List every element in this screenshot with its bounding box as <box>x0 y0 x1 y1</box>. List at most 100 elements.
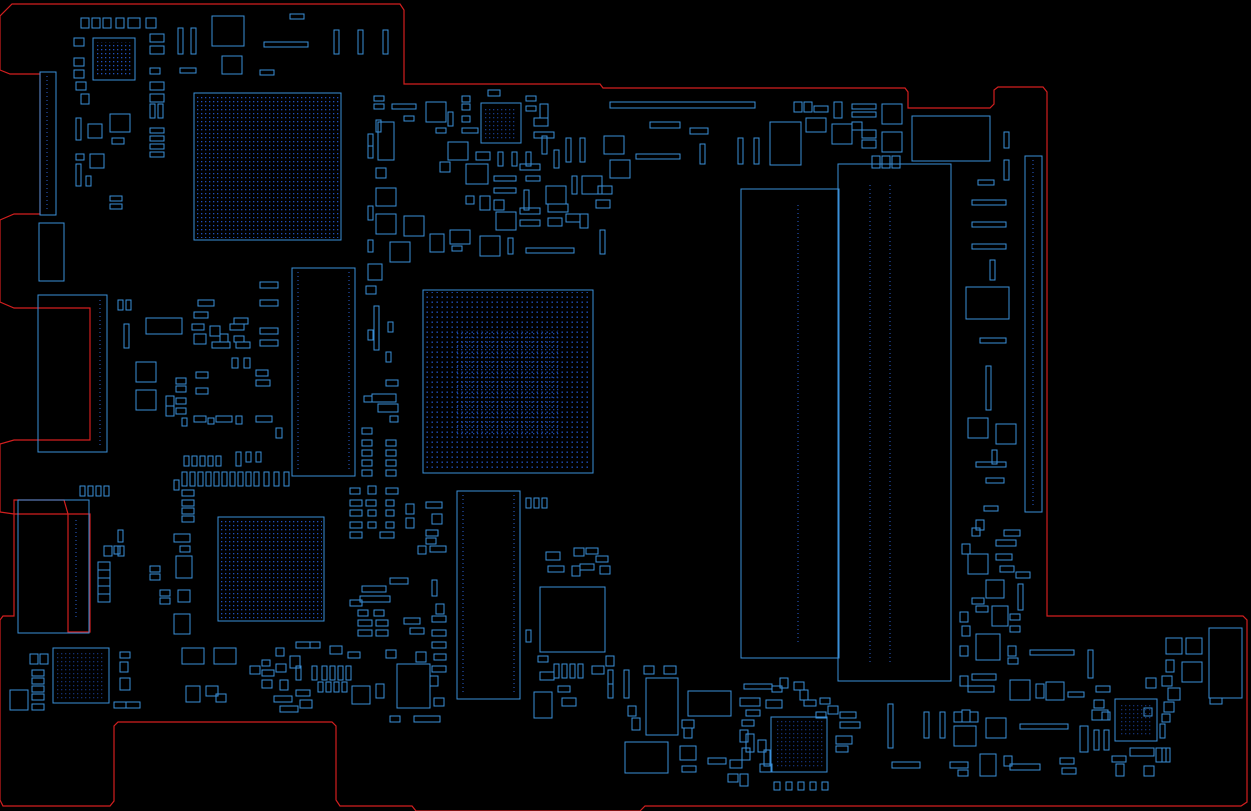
passive-component <box>585 547 599 555</box>
passive-component <box>321 665 328 681</box>
passive-component <box>739 729 749 743</box>
passive-component <box>199 455 206 467</box>
passive-component <box>89 153 105 169</box>
passive-component <box>361 469 373 477</box>
passive-component <box>819 697 831 705</box>
passive-component <box>371 393 397 403</box>
passive-component <box>451 245 463 252</box>
passive-component <box>181 417 188 427</box>
qfn-chip-bottom-right <box>1114 698 1158 742</box>
passive-component <box>275 663 287 673</box>
passive-component <box>1019 723 1069 730</box>
passive-component <box>603 135 625 155</box>
passive-component <box>389 577 409 585</box>
passive-component <box>995 539 1017 547</box>
passive-component <box>815 711 827 719</box>
passive-component <box>785 781 793 791</box>
passive-component <box>891 761 921 769</box>
passive-component <box>31 677 45 685</box>
passive-component <box>1143 707 1153 717</box>
passive-component <box>679 745 697 761</box>
passive-component <box>495 211 517 231</box>
passive-component <box>533 497 540 509</box>
passive-component <box>349 499 363 507</box>
passive-component <box>237 471 244 487</box>
passive-component <box>447 111 454 127</box>
passive-component <box>413 715 441 723</box>
passive-component <box>295 665 302 681</box>
qfn-chip-bottom-left <box>52 647 110 704</box>
passive-component <box>959 611 969 623</box>
passive-component <box>263 471 270 487</box>
passive-component <box>175 555 193 579</box>
passive-component <box>609 159 631 179</box>
passive-component <box>119 651 131 659</box>
passive-component <box>289 13 305 20</box>
passive-component <box>289 655 301 669</box>
passive-component <box>741 719 755 727</box>
passive-component <box>347 651 361 659</box>
passive-component <box>431 665 447 673</box>
passive-component <box>881 131 903 153</box>
passive-component <box>757 739 767 753</box>
passive-component <box>579 213 589 229</box>
passive-component <box>85 175 92 187</box>
passive-component <box>487 89 501 97</box>
passive-component <box>561 697 577 707</box>
passive-component <box>357 629 373 637</box>
passive-component <box>1145 677 1157 689</box>
passive-component <box>181 471 188 487</box>
passive-component <box>1209 697 1223 705</box>
passive-component <box>805 117 827 133</box>
passive-component <box>349 599 363 607</box>
passive-component <box>591 665 605 675</box>
passive-component <box>363 395 373 403</box>
passive-component <box>149 135 165 142</box>
passive-component <box>165 405 175 417</box>
passive-component <box>557 685 571 693</box>
passive-component <box>103 485 110 497</box>
passive-component <box>609 101 756 109</box>
passive-component <box>373 609 385 617</box>
passive-component <box>173 533 191 543</box>
passive-component <box>123 323 130 349</box>
passive-component <box>295 641 311 649</box>
passive-component <box>341 681 348 693</box>
passive-component <box>135 389 157 411</box>
passive-component <box>1003 755 1013 767</box>
passive-component <box>1095 685 1111 693</box>
passive-component <box>1115 763 1125 777</box>
passive-component <box>179 67 197 74</box>
passive-component <box>519 207 541 215</box>
passive-component <box>429 545 447 553</box>
passive-component <box>385 439 397 447</box>
passive-component <box>851 121 863 131</box>
passive-component <box>971 673 997 681</box>
passive-component <box>361 439 373 447</box>
passive-component <box>541 135 548 155</box>
passive-component <box>177 27 184 55</box>
passive-component <box>377 403 399 413</box>
passive-component <box>235 415 243 425</box>
passive-component <box>80 93 90 105</box>
passive-component <box>523 189 530 211</box>
passive-component <box>813 105 829 113</box>
passive-component <box>149 33 165 43</box>
passive-component <box>953 725 977 747</box>
passive-component <box>1103 729 1110 751</box>
passive-component <box>195 371 209 379</box>
passive-component <box>87 123 103 139</box>
passive-component <box>375 619 389 627</box>
passive-component <box>545 185 567 205</box>
passive-component <box>891 155 901 169</box>
passive-component <box>31 685 45 693</box>
passive-component <box>211 341 231 349</box>
passive-component <box>243 357 251 369</box>
passive-component <box>461 127 479 134</box>
passive-component <box>229 471 236 487</box>
passive-component <box>403 215 425 237</box>
passive-component <box>403 617 421 625</box>
passive-component <box>245 471 252 487</box>
passive-component <box>367 133 374 147</box>
passive-component <box>447 141 469 161</box>
